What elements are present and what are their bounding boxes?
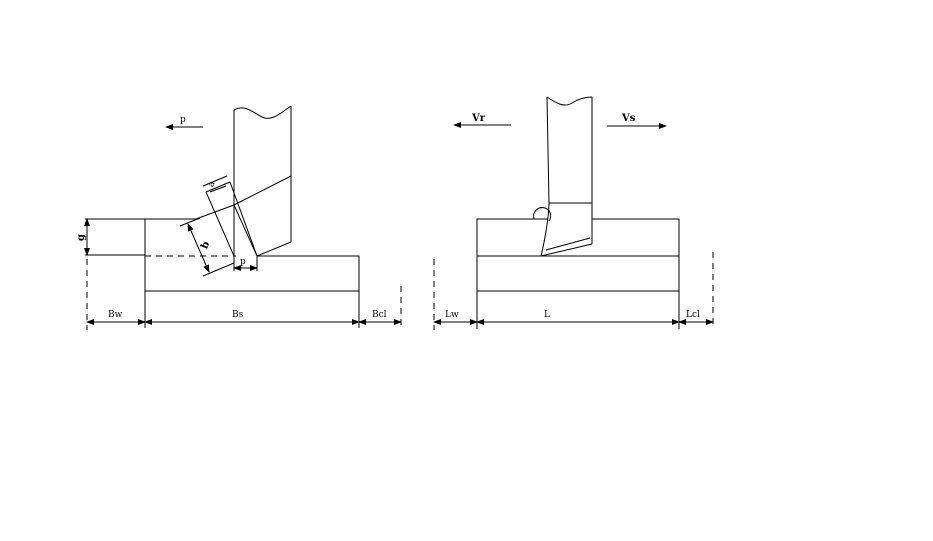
svg-text:g: g bbox=[76, 234, 87, 241]
dim-l: L bbox=[544, 310, 550, 320]
bottom-dimensions-right: Lw L Lcl bbox=[433, 252, 714, 330]
vr-label: Vr bbox=[471, 113, 486, 124]
svg-text:b: b bbox=[199, 240, 212, 251]
left-tool bbox=[195, 105, 292, 257]
right-tool bbox=[533, 96, 593, 257]
dim-bw: Bw bbox=[108, 310, 123, 320]
left-view: p a b p g bbox=[76, 105, 402, 330]
feed-force-label: p bbox=[180, 115, 186, 125]
svg-text:a: a bbox=[206, 179, 218, 188]
vs-label: Vs bbox=[621, 113, 636, 124]
bottom-dimensions-left: Bw Bs Bcl bbox=[86, 286, 402, 328]
dim-bcl: Bcl bbox=[372, 310, 387, 320]
dim-lw: Lw bbox=[445, 310, 459, 320]
right-view: Vr Vs Lw L Lcl bbox=[433, 96, 714, 330]
dimension-p-small: p bbox=[233, 256, 258, 271]
dim-bs: Bs bbox=[232, 310, 244, 320]
dimension-b: b bbox=[179, 217, 235, 277]
svg-text:p: p bbox=[240, 257, 246, 267]
dimension-a: a bbox=[202, 175, 258, 257]
dim-lcl: Lcl bbox=[686, 310, 700, 320]
dimension-g: g bbox=[76, 218, 90, 330]
